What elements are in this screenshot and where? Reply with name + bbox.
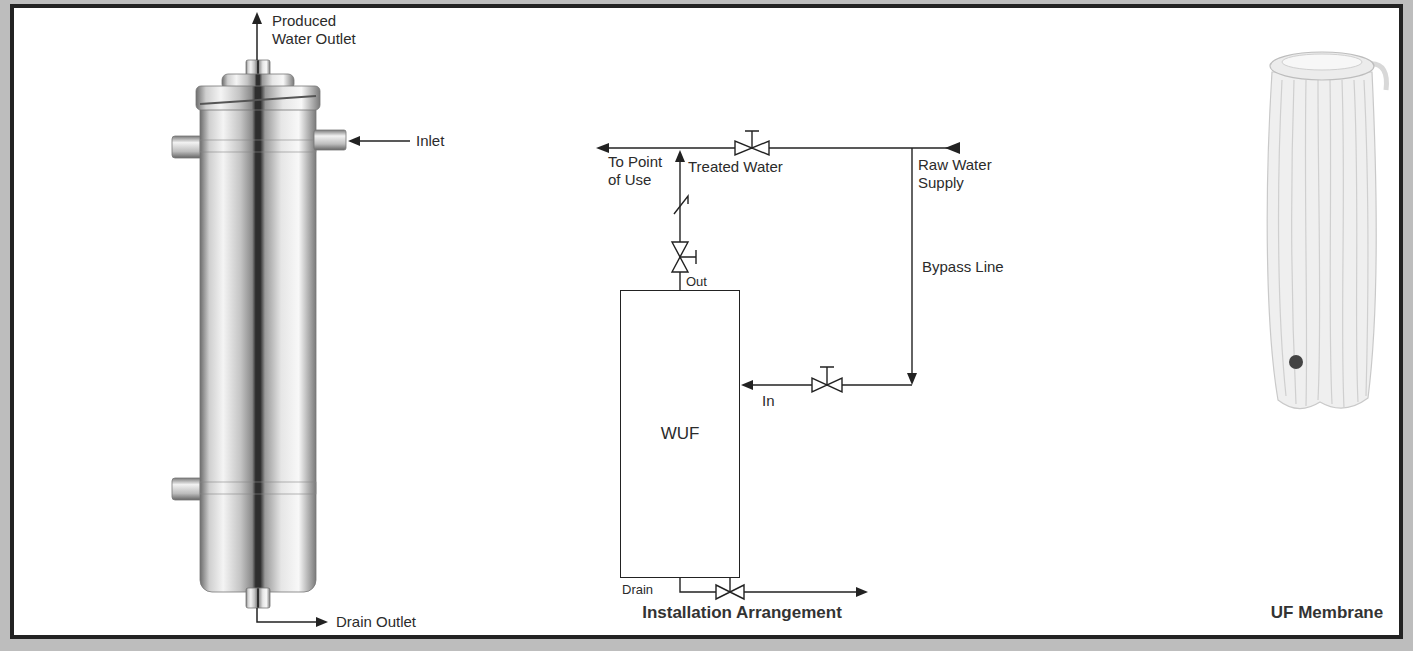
leader-arrows	[252, 12, 262, 24]
figure-caption: Installation Arrangement	[642, 602, 842, 623]
housing-illustration	[314, 130, 346, 150]
membrane-illustration	[1282, 54, 1362, 70]
leader-arrows	[252, 12, 410, 627]
piping-schematic	[606, 147, 960, 148]
membrane-illustration	[1342, 80, 1344, 408]
piping-schematic	[741, 380, 753, 390]
membrane-illustration	[1279, 80, 1368, 408]
part-label: Raw Water Supply	[918, 156, 1006, 192]
piping-schematic	[596, 131, 960, 599]
box-label: WUF	[661, 424, 700, 444]
membrane-illustration	[1279, 80, 1286, 396]
membrane-illustration	[1354, 80, 1358, 402]
leader-arrows	[358, 140, 410, 142]
part-label: Drain	[622, 581, 653, 598]
piping-schematic	[911, 148, 912, 374]
piping-schematic	[680, 578, 858, 592]
figure-caption: UF Membrane	[1271, 602, 1383, 623]
leader-arrows	[348, 136, 360, 146]
membrane-illustration	[1270, 52, 1374, 80]
leader-arrows	[256, 22, 258, 60]
piping-schematic	[745, 131, 759, 148]
leader-arrows	[257, 608, 318, 622]
piping-schematic	[945, 142, 960, 154]
membrane-illustration	[1267, 52, 1386, 409]
housing-illustration	[200, 96, 316, 592]
membrane-illustration	[1330, 80, 1332, 404]
housing-illustration	[200, 482, 316, 494]
part-label: Treated Water	[688, 158, 783, 176]
membrane-illustration	[1267, 72, 1376, 409]
housing-illustration	[200, 140, 316, 152]
housing-illustration	[172, 60, 346, 608]
housing-illustration	[246, 588, 270, 608]
piping-schematic	[820, 367, 834, 385]
membrane-illustration	[1305, 80, 1306, 406]
housing-illustration	[196, 86, 320, 110]
part-label: Bypass Line	[922, 258, 1004, 276]
piping-schematic	[856, 587, 868, 597]
membrane-illustration	[1364, 80, 1368, 396]
part-label: In	[762, 392, 775, 410]
piping-schematic	[674, 196, 688, 214]
part-label: Inlet	[416, 132, 444, 150]
membrane-illustration	[1318, 80, 1320, 400]
process-box: WUF	[620, 290, 740, 578]
piping-schematic	[907, 373, 917, 385]
frame	[12, 6, 1401, 637]
piping-schematic	[680, 250, 696, 264]
part-label: To Point of Use	[608, 153, 672, 189]
part-label: Out	[686, 273, 707, 290]
leader-arrows	[316, 617, 328, 627]
piping-schematic	[596, 143, 609, 153]
part-label: Drain Outlet	[336, 613, 416, 631]
housing-illustration	[200, 96, 316, 104]
part-label: Produced Water Outlet	[272, 12, 368, 48]
membrane-illustration	[1289, 355, 1303, 369]
piping-schematic	[675, 150, 685, 162]
